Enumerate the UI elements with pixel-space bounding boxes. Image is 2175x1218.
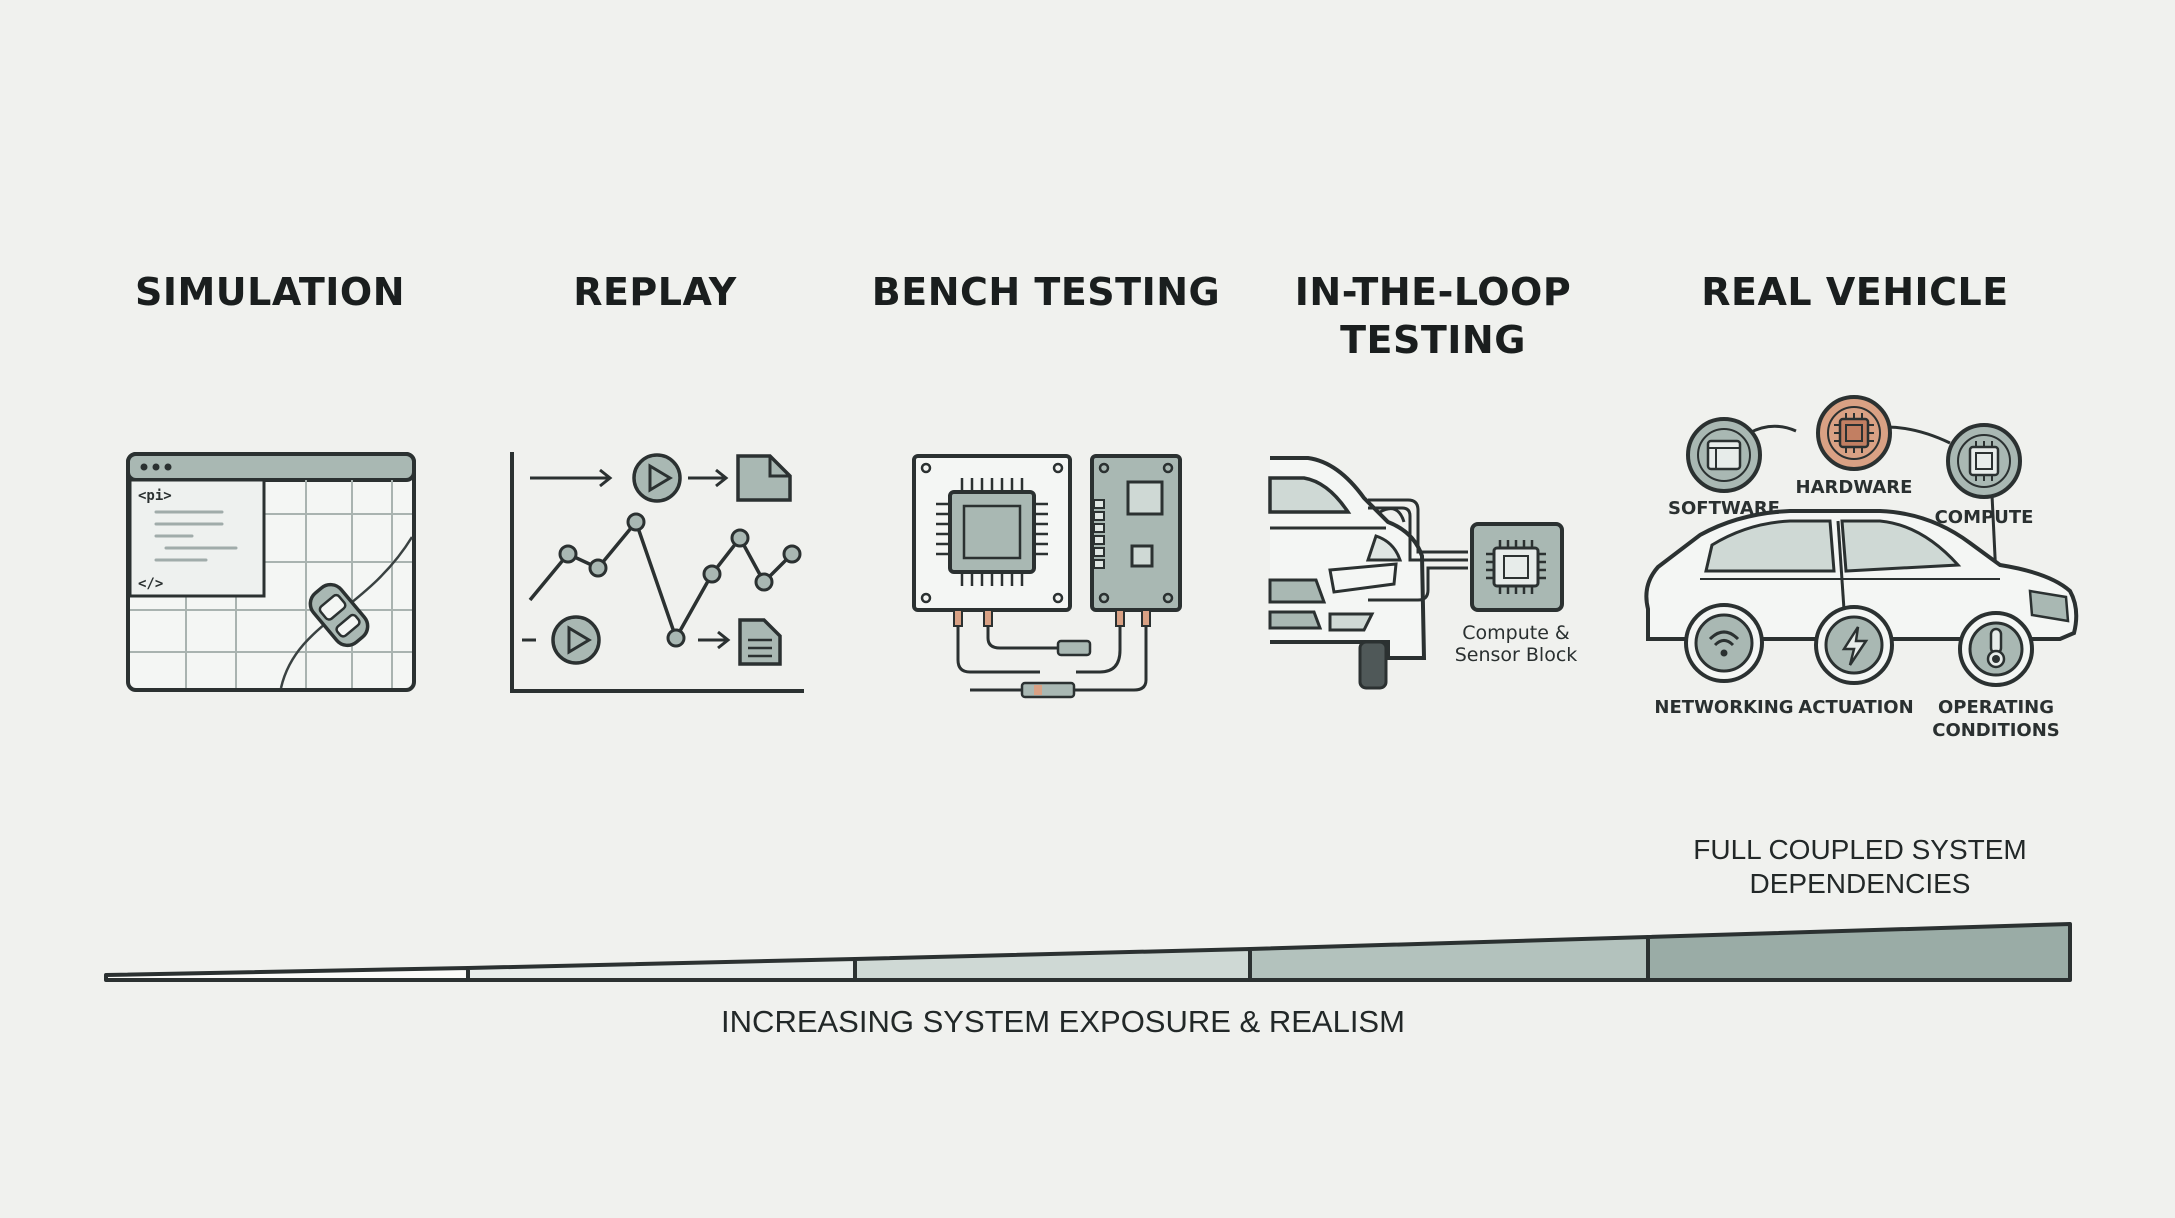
wedge-segment-simulation: [104, 966, 470, 982]
stage-title-bench-testing: BENCH TESTING: [871, 270, 1221, 314]
wedge-segment-replay: [466, 957, 857, 982]
hardware-icon: [1816, 395, 1892, 471]
in-the-loop-car-block-icon: [1268, 452, 1588, 697]
wedge-segment-bench: [853, 947, 1252, 982]
compute-sensor-block-label: Compute & Sensor Block: [1454, 622, 1578, 666]
operating-conditions-label: OPERATING CONDITIONS: [1932, 697, 2060, 741]
exposure-wedge: [100, 918, 2076, 991]
actuation-icon: [1814, 605, 1894, 685]
stage-title-simulation: SIMULATION: [134, 270, 406, 314]
car-icon: [308, 582, 370, 648]
real-vehicle-system-icon: [1640, 395, 2080, 687]
wedge-segment-loop: [1248, 935, 1650, 982]
stage-title-in-the-loop-testing: IN-THE-LOOP TESTING: [1294, 270, 1572, 362]
software-icon: [1686, 417, 1762, 493]
hardware-label: HARDWARE: [1795, 477, 1913, 498]
code-open-tag: <pi>: [138, 488, 172, 504]
simulation-window-icon: <pi> </>: [126, 452, 416, 692]
replay-graph-icon: [508, 450, 808, 695]
increasing-exposure-label: INCREASING SYSTEM EXPOSURE & REALISM: [721, 1004, 1405, 1039]
compute-icon: [1946, 423, 2022, 499]
stage-title-real-vehicle: REAL VEHICLE: [1701, 270, 2009, 314]
code-close-tag: </>: [138, 576, 163, 592]
networking-icon: [1684, 603, 1764, 683]
compute-label: COMPUTE: [1934, 507, 2034, 528]
thermometer-icon: [1958, 611, 2034, 687]
networking-label: NETWORKING: [1654, 697, 1794, 718]
bench-testing-boards-icon: [910, 450, 1190, 700]
actuation-label: ACTUATION: [1798, 697, 1914, 718]
full-coupled-system-label: FULL COUPLED SYSTEM DEPENDENCIES: [1693, 834, 2027, 899]
stage-title-replay: REPLAY: [573, 270, 737, 314]
software-label: SOFTWARE: [1668, 498, 1780, 519]
wedge-segment-vehicle: [1646, 922, 2072, 982]
